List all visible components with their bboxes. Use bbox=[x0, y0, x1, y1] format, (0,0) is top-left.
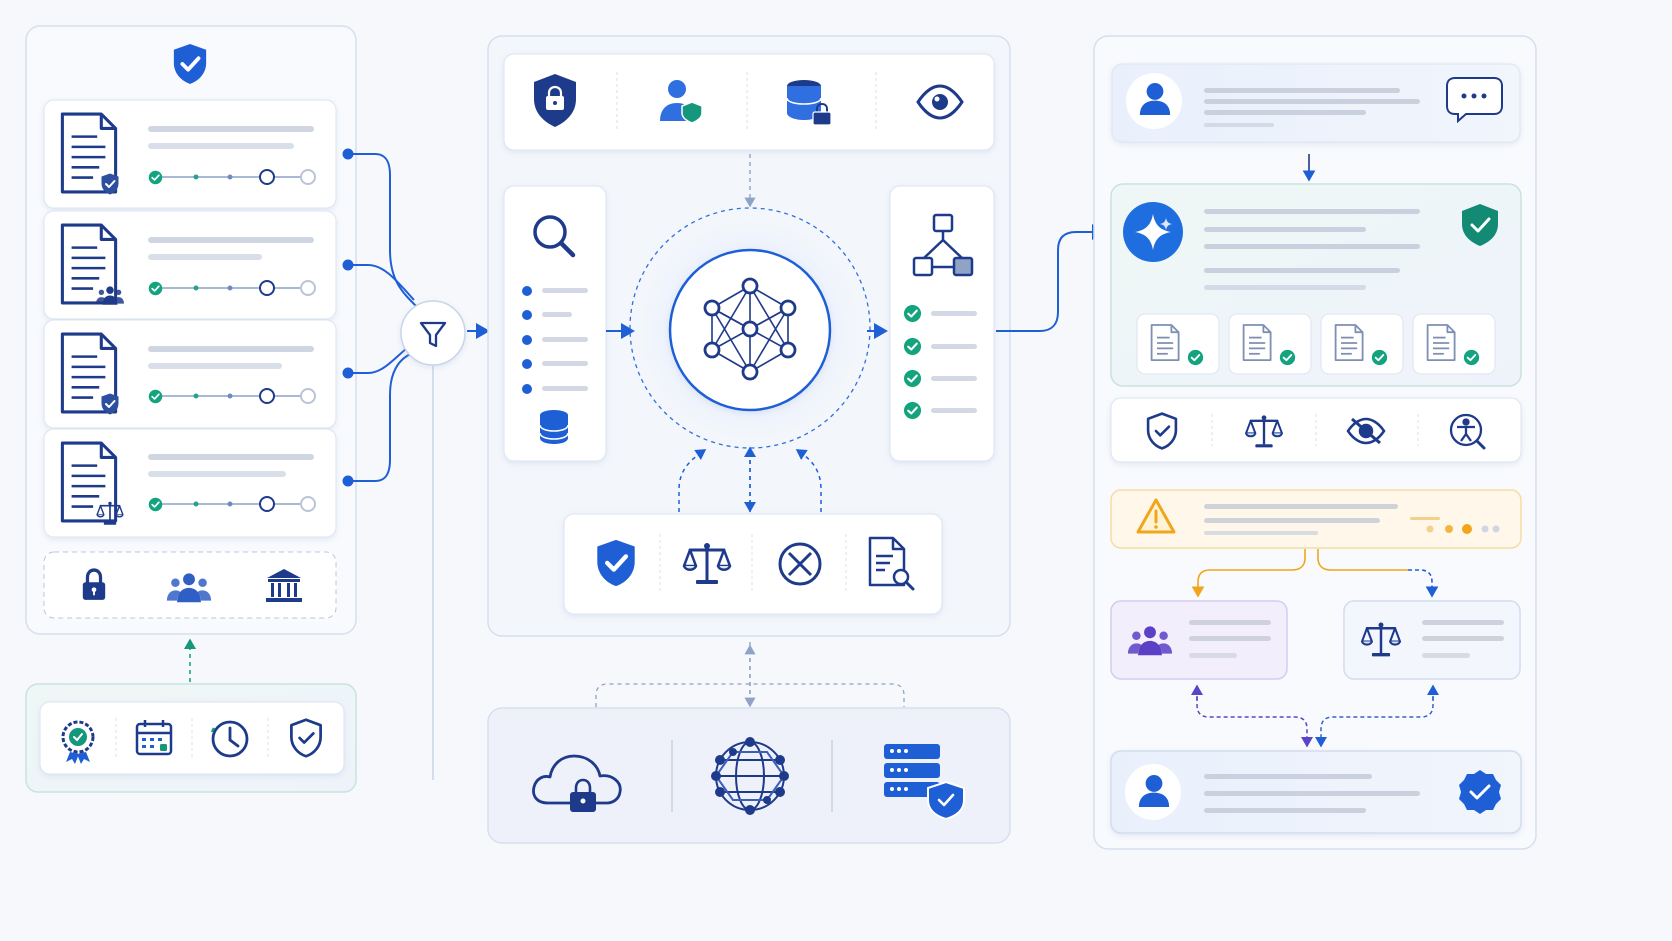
hierarchy-icon[interactable] bbox=[912, 213, 974, 277]
document-search-icon[interactable] bbox=[868, 536, 915, 591]
award-badge-icon[interactable] bbox=[61, 720, 95, 764]
review-card-legal[interactable] bbox=[1343, 600, 1521, 680]
eye-off-icon[interactable] bbox=[1346, 417, 1386, 445]
checklist bbox=[903, 304, 977, 420]
attached-documents bbox=[1136, 313, 1496, 375]
ai-sparkle-icon bbox=[1135, 214, 1172, 250]
database-icon[interactable] bbox=[539, 410, 569, 444]
center-panel bbox=[487, 35, 1011, 637]
request-card[interactable] bbox=[1111, 63, 1521, 143]
server-shield-icon[interactable] bbox=[884, 744, 965, 821]
global-network-icon[interactable] bbox=[711, 737, 789, 815]
progress-stepper bbox=[148, 169, 316, 185]
document-card-3[interactable] bbox=[43, 319, 337, 429]
filter-icon bbox=[419, 321, 447, 348]
progress-stepper bbox=[148, 280, 316, 296]
compliance-card bbox=[25, 683, 357, 793]
verified-badge-icon bbox=[1459, 770, 1501, 814]
left-panel bbox=[25, 25, 357, 635]
shield-check-icon bbox=[1462, 204, 1498, 246]
shield-lock-icon[interactable] bbox=[534, 74, 576, 127]
document-icon bbox=[60, 441, 118, 523]
chat-bubble-icon[interactable] bbox=[1446, 77, 1503, 124]
user-shield-icon[interactable] bbox=[660, 80, 703, 124]
right-panel bbox=[1093, 35, 1537, 850]
accessibility-search-icon[interactable] bbox=[1449, 413, 1486, 450]
connector bbox=[595, 683, 905, 707]
control-connectors bbox=[678, 446, 822, 513]
database-lock-icon[interactable] bbox=[786, 80, 832, 126]
warning-icon bbox=[1136, 498, 1176, 534]
document-card-1[interactable] bbox=[43, 99, 337, 209]
infrastructure-panel bbox=[487, 707, 1011, 844]
merge-connectors bbox=[1191, 684, 1439, 748]
search-icon[interactable] bbox=[533, 215, 576, 258]
network-graph-icon bbox=[703, 277, 797, 381]
ai-hub[interactable] bbox=[629, 207, 871, 450]
risk-level-indicator bbox=[1426, 524, 1500, 534]
clock-icon[interactable] bbox=[210, 720, 249, 758]
progress-stepper bbox=[148, 496, 316, 512]
approval-card[interactable] bbox=[1110, 750, 1522, 834]
eye-icon[interactable] bbox=[916, 84, 964, 120]
cloud-lock-icon[interactable] bbox=[532, 754, 622, 812]
risk-alert-card[interactable] bbox=[1110, 489, 1522, 549]
review-card-committee[interactable] bbox=[1110, 600, 1288, 680]
document-card-2[interactable] bbox=[43, 210, 337, 320]
branch-connectors bbox=[1191, 549, 1439, 598]
search-results-list bbox=[522, 286, 588, 394]
input-connectors bbox=[342, 148, 417, 487]
filter-node[interactable] bbox=[400, 300, 466, 366]
access-toolbar bbox=[43, 551, 337, 619]
progress-stepper bbox=[148, 388, 316, 404]
ai-assessment-card[interactable] bbox=[1110, 183, 1522, 387]
institution-icon[interactable] bbox=[266, 569, 302, 602]
calendar-icon[interactable] bbox=[135, 720, 173, 756]
blocked-icon[interactable] bbox=[778, 542, 822, 586]
connector bbox=[996, 224, 1106, 332]
policy-toolbar bbox=[1110, 397, 1522, 463]
document-card-4[interactable] bbox=[43, 428, 337, 538]
